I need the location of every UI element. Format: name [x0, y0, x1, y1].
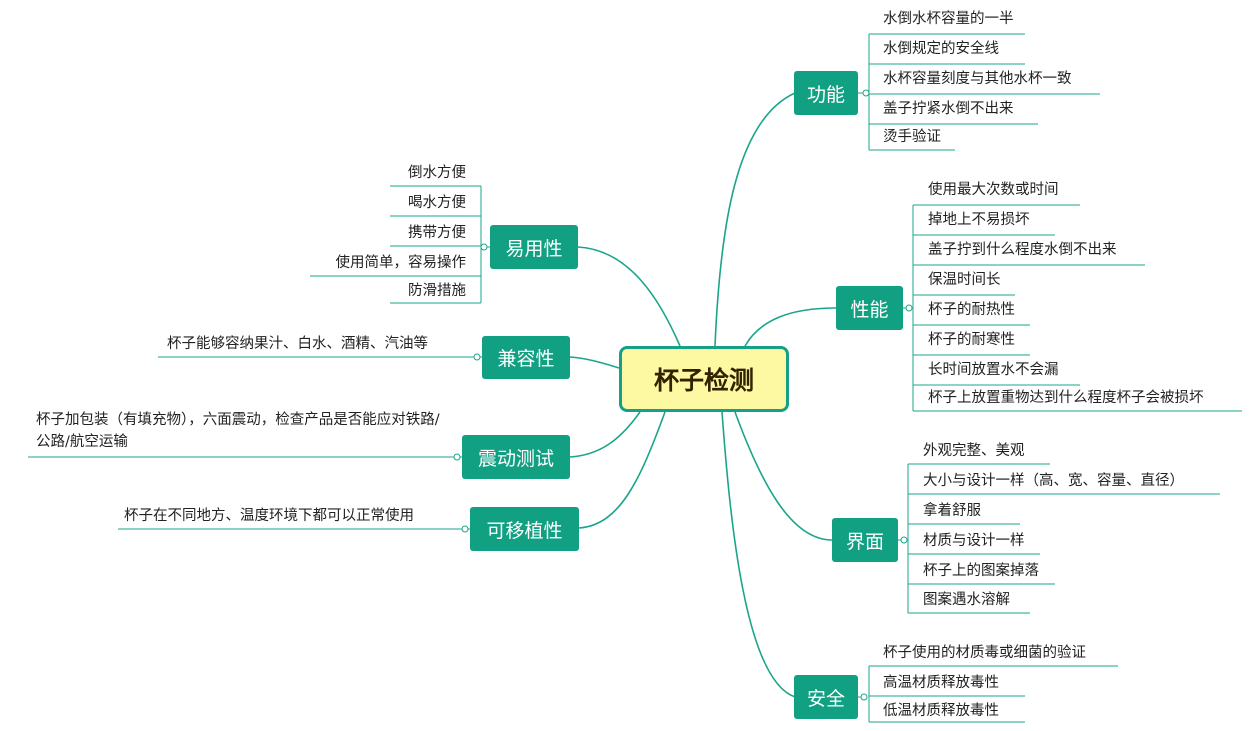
leaf-performance-3[interactable]: 盖子拧到什么程度水倒不出来 [928, 242, 1117, 258]
leaf-usability-5[interactable]: 防滑措施 [408, 283, 466, 299]
leaf-performance-8[interactable]: 杯子上放置重物达到什么程度杯子会被损坏 [928, 390, 1204, 406]
leaf-interface-4[interactable]: 材质与设计一样 [923, 533, 1025, 549]
leaf-safety-2[interactable]: 高温材质释放毒性 [883, 675, 999, 691]
leaf-performance-1[interactable]: 使用最大次数或时间 [928, 182, 1059, 198]
leaf-function-3[interactable]: 水杯容量刻度与其他水杯一致 [883, 71, 1072, 87]
branch-function[interactable]: 功能 [794, 71, 858, 115]
leaf-interface-5[interactable]: 杯子上的图案掉落 [923, 563, 1039, 579]
branch-performance[interactable]: 性能 [836, 286, 903, 330]
leaf-safety-1[interactable]: 杯子使用的材质毒或细菌的验证 [883, 645, 1086, 661]
leaf-compatibility-1[interactable]: 杯子能够容纳果汁、白水、酒精、汽油等 [167, 336, 428, 352]
leaf-vibration-1[interactable]: 杯子加包装（有填充物），六面震动，检查产品是否能应对铁路/公路/航空运输 [36, 412, 440, 450]
leaf-performance-2[interactable]: 掉地上不易损坏 [928, 212, 1030, 228]
leaf-function-4[interactable]: 盖子拧紧水倒不出来 [883, 101, 1014, 117]
leaf-function-5[interactable]: 烫手验证 [883, 129, 941, 145]
leaf-function-2[interactable]: 水倒规定的安全线 [883, 41, 999, 57]
leaf-usability-2[interactable]: 喝水方便 [408, 195, 466, 211]
leaf-portability-1[interactable]: 杯子在不同地方、温度环境下都可以正常使用 [124, 508, 414, 524]
leaf-function-1[interactable]: 水倒水杯容量的一半 [883, 11, 1014, 27]
central-topic[interactable]: 杯子检测 [619, 346, 789, 412]
branch-safety[interactable]: 安全 [794, 675, 858, 719]
branch-compatibility[interactable]: 兼容性 [482, 336, 570, 379]
leaf-interface-2[interactable]: 大小与设计一样（高、宽、容量、直径） [923, 473, 1184, 489]
leaf-interface-3[interactable]: 拿着舒服 [923, 503, 981, 519]
branch-vibration-test[interactable]: 震动测试 [462, 435, 570, 479]
leaf-performance-4[interactable]: 保温时间长 [928, 272, 1001, 288]
branch-usability[interactable]: 易用性 [490, 225, 578, 269]
leaf-safety-3[interactable]: 低温材质释放毒性 [883, 703, 999, 719]
leaf-performance-6[interactable]: 杯子的耐寒性 [928, 332, 1015, 348]
branch-interface[interactable]: 界面 [832, 518, 898, 562]
leaf-performance-7[interactable]: 长时间放置水不会漏 [928, 362, 1059, 378]
leaf-usability-1[interactable]: 倒水方便 [408, 165, 466, 181]
leaf-usability-4[interactable]: 使用简单，容易操作 [335, 255, 467, 271]
leaf-performance-5[interactable]: 杯子的耐热性 [928, 302, 1015, 318]
branch-portability[interactable]: 可移植性 [470, 507, 579, 551]
leaf-interface-1[interactable]: 外观完整、美观 [923, 443, 1025, 459]
leaf-usability-3[interactable]: 携带方便 [408, 225, 466, 241]
leaf-interface-6[interactable]: 图案遇水溶解 [923, 592, 1010, 608]
